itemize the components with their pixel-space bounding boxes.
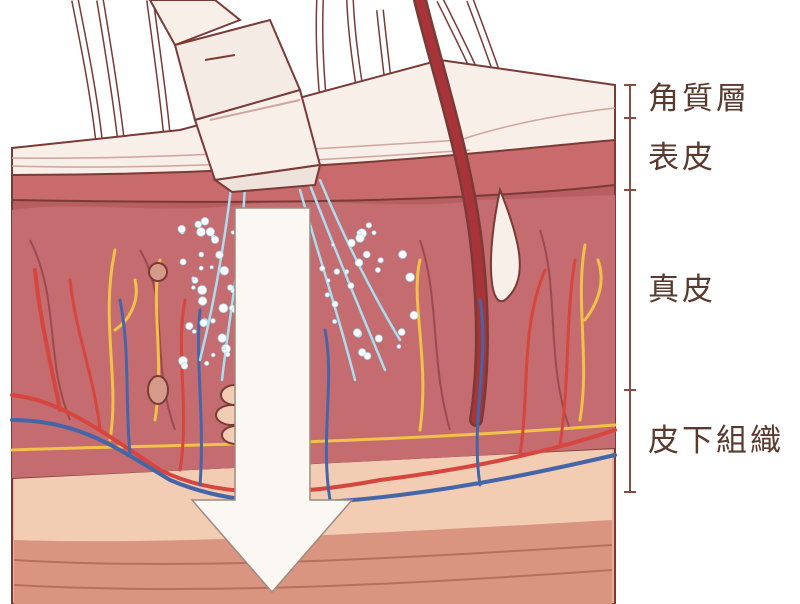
mist-droplet-icon [211,235,220,244]
mist-droplet-icon [326,278,331,283]
mist-droplet-icon [180,362,189,370]
mist-droplet-icon [209,265,214,270]
mist-droplet-icon [347,238,356,248]
mist-droplet-icon [324,292,330,298]
mist-droplet-icon [365,222,372,229]
down-arrow-icon [190,207,354,594]
mist-droplet-icon [371,230,377,236]
mist-droplet-icon [405,272,415,283]
mist-droplet-icon [331,242,335,247]
mist-droplet-icon [354,258,364,267]
mist-droplet-icon [198,296,208,306]
mist-droplet-icon [204,360,210,366]
mist-droplet-icon [319,265,326,272]
mist-droplet-icon [199,318,208,327]
mist-droplet-icon [177,225,186,234]
mist-droplet-icon [194,220,202,229]
handpiece-nozzle-icon [148,0,322,194]
mist-droplet-icon [353,328,362,337]
mist-droplet-icon [198,251,205,258]
mist-droplet-icon [377,257,384,264]
mist-droplet-icon [398,250,408,259]
mist-droplet-icon [219,266,230,276]
mist-droplet-icon [374,267,381,273]
mist-droplet-icon [409,310,419,320]
label-subcutaneous-tissue: 皮下組織 [648,423,784,459]
mist-droplet-icon [198,265,204,271]
mist-droplet-icon [356,230,362,236]
mist-droplet-icon [205,227,215,237]
mist-droplet-icon [347,282,355,290]
mist-droplet-icon [331,300,339,308]
mist-droplet-icon [191,285,196,290]
mist-droplet-icon [191,329,197,334]
mist-droplet-icon [191,276,196,281]
label-stratum-corneum: 角質層 [648,81,750,117]
mist-droplet-icon [196,227,206,237]
label-dermis: 真皮 [648,272,716,308]
mist-droplet-icon [179,258,187,266]
mist-droplet-icon [215,250,224,259]
mist-droplet-icon [374,334,383,343]
mist-droplet-icon [332,319,338,324]
mist-droplet-icon [221,345,226,350]
mist-droplet-icon [185,322,194,331]
mist-droplet-icon [230,230,235,235]
mist-droplet-icon [333,268,341,275]
mist-droplet-icon [358,348,367,357]
mist-droplet-icon [343,269,350,275]
mist-droplet-icon [218,303,229,314]
mist-droplet-icon [397,328,406,336]
label-epidermis: 表皮 [648,140,716,176]
mist-droplet-icon [396,344,402,349]
mist-droplet-icon [197,285,208,295]
mist-droplet-icon [217,333,227,343]
mist-droplet-icon [362,250,371,259]
mist-droplet-icon [227,284,234,291]
mist-droplet-icon [200,217,210,226]
mist-droplet-icon [210,318,216,324]
mist-droplet-icon [224,351,231,358]
mist-droplet-icon [210,352,216,358]
layer-brackets [624,84,636,493]
